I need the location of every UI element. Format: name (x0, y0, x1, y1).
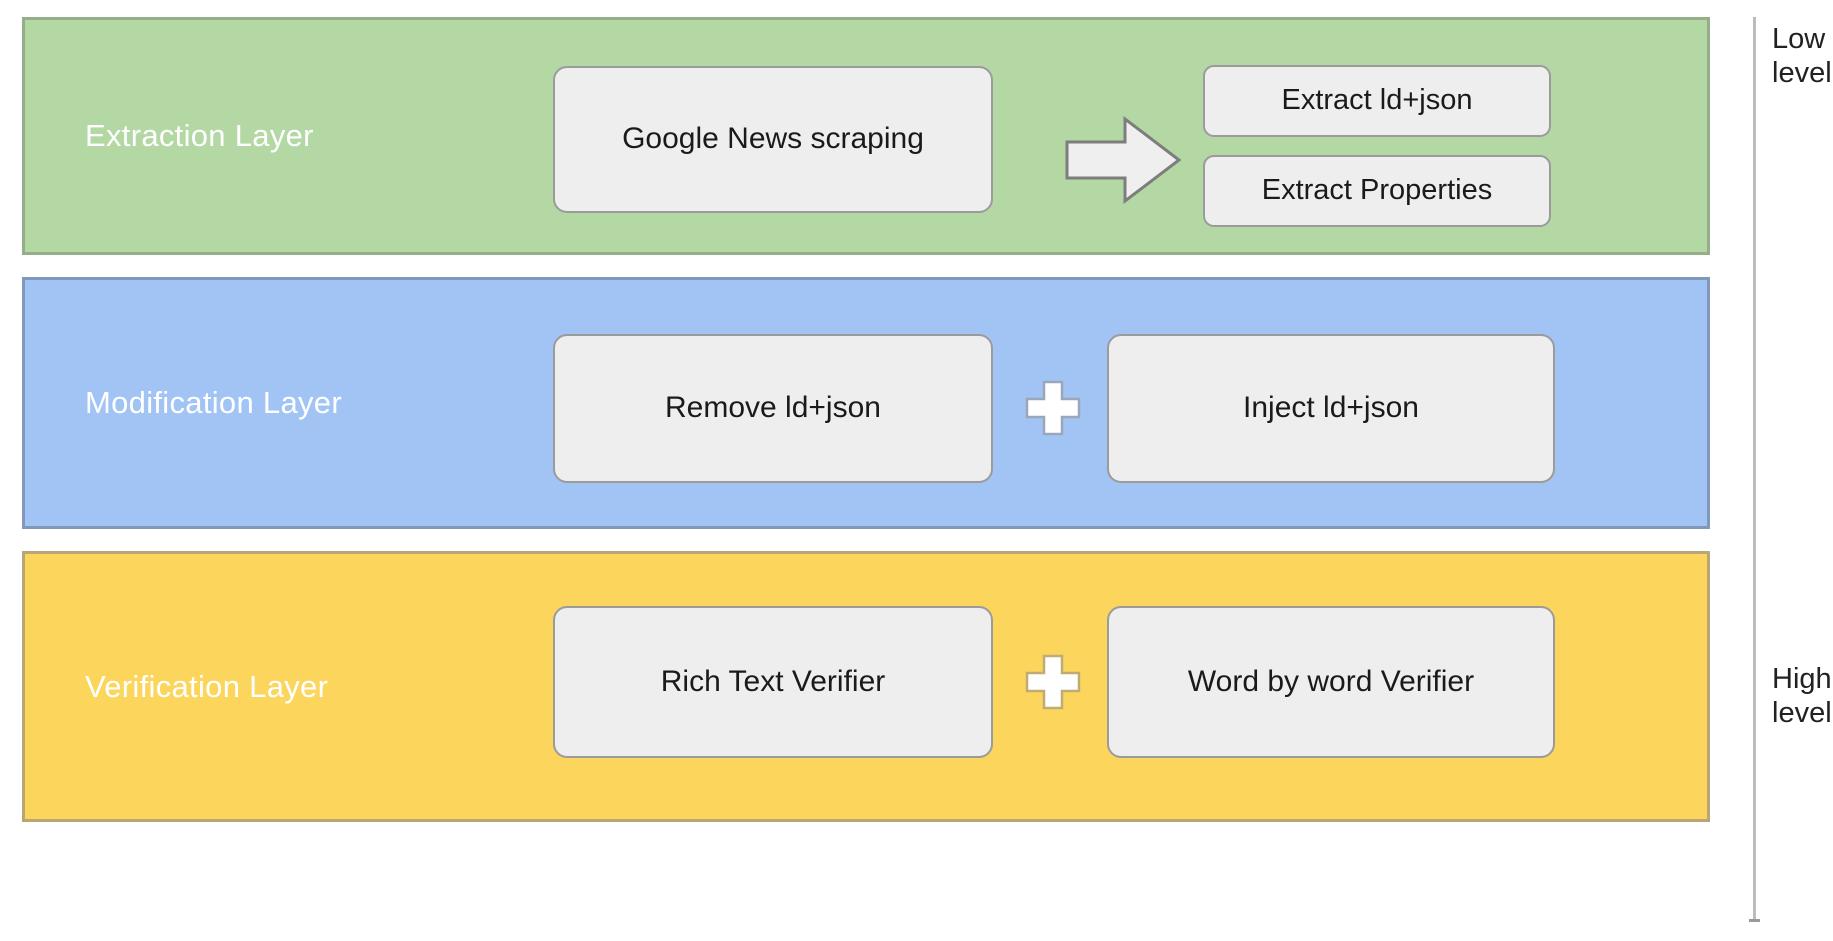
arrow-right-icon (1065, 116, 1181, 204)
axis-label-high-line1: High (1772, 663, 1832, 695)
level-axis-bottom-cap (1749, 919, 1760, 922)
node-inject-ldjson[interactable]: Inject ld+json (1107, 334, 1555, 483)
plus-icon (1025, 380, 1081, 436)
layer-modification-title: Modification Layer (85, 385, 342, 420)
node-rich-text-verifier[interactable]: Rich Text Verifier (553, 606, 993, 758)
node-remove-ldjson[interactable]: Remove ld+json (553, 334, 993, 483)
layer-verification-title: Verification Layer (85, 668, 329, 704)
node-extract-ldjson[interactable]: Extract ld+json (1203, 65, 1551, 137)
axis-label-low-line2: level (1772, 57, 1832, 90)
node-extract-properties[interactable]: Extract Properties (1203, 155, 1551, 227)
axis-label-low-line1: Low (1772, 23, 1826, 55)
plus-icon (1025, 654, 1081, 710)
layer-verification: Verification Layer Rich Text Verifier Wo… (22, 551, 1710, 822)
axis-label-high-level: High level (1772, 662, 1832, 730)
node-word-by-word-verifier[interactable]: Word by word Verifier (1107, 606, 1555, 758)
level-axis-line (1753, 17, 1756, 922)
axis-label-low-level: Low level (1772, 22, 1832, 90)
axis-label-high-line2: level (1772, 697, 1832, 730)
layer-extraction: Extraction Layer Google News scraping Ex… (22, 17, 1710, 255)
node-google-news-scraping[interactable]: Google News scraping (553, 66, 993, 213)
layer-modification: Modification Layer Remove ld+json Inject… (22, 277, 1710, 529)
layer-extraction-title: Extraction Layer (85, 118, 314, 153)
